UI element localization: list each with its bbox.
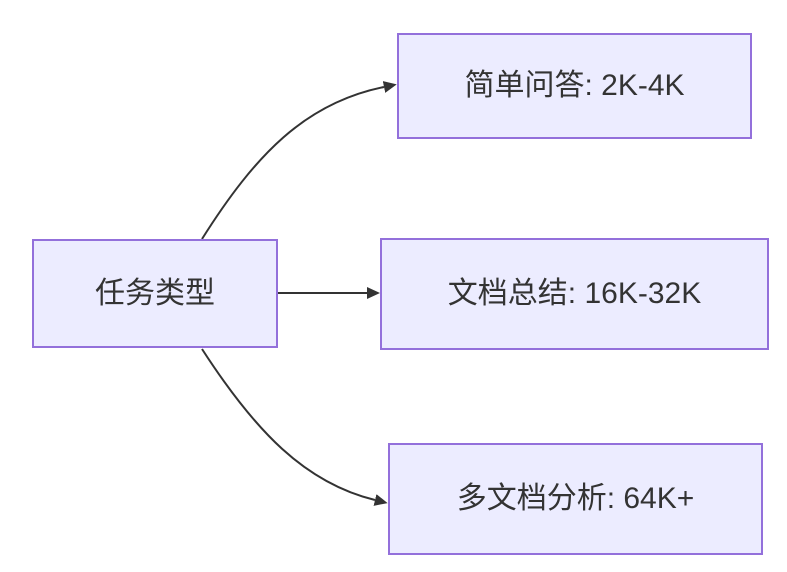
node-doc-summary: 文档总结: 16K-32K: [380, 238, 769, 350]
node-task-type: 任务类型: [32, 239, 278, 348]
node-multi-doc-label: 多文档分析: 64K+: [456, 482, 695, 515]
edge-root-to-simple-qa: [201, 81, 397, 240]
edge-root-to-multi-doc: [201, 348, 388, 506]
node-task-type-label: 任务类型: [95, 276, 215, 310]
node-simple-qa: 简单问答: 2K-4K: [397, 33, 752, 139]
node-doc-summary-label: 文档总结: 16K-32K: [447, 277, 702, 310]
node-simple-qa-label: 简单问答: 2K-4K: [464, 69, 685, 102]
node-multi-doc: 多文档分析: 64K+: [388, 443, 763, 555]
